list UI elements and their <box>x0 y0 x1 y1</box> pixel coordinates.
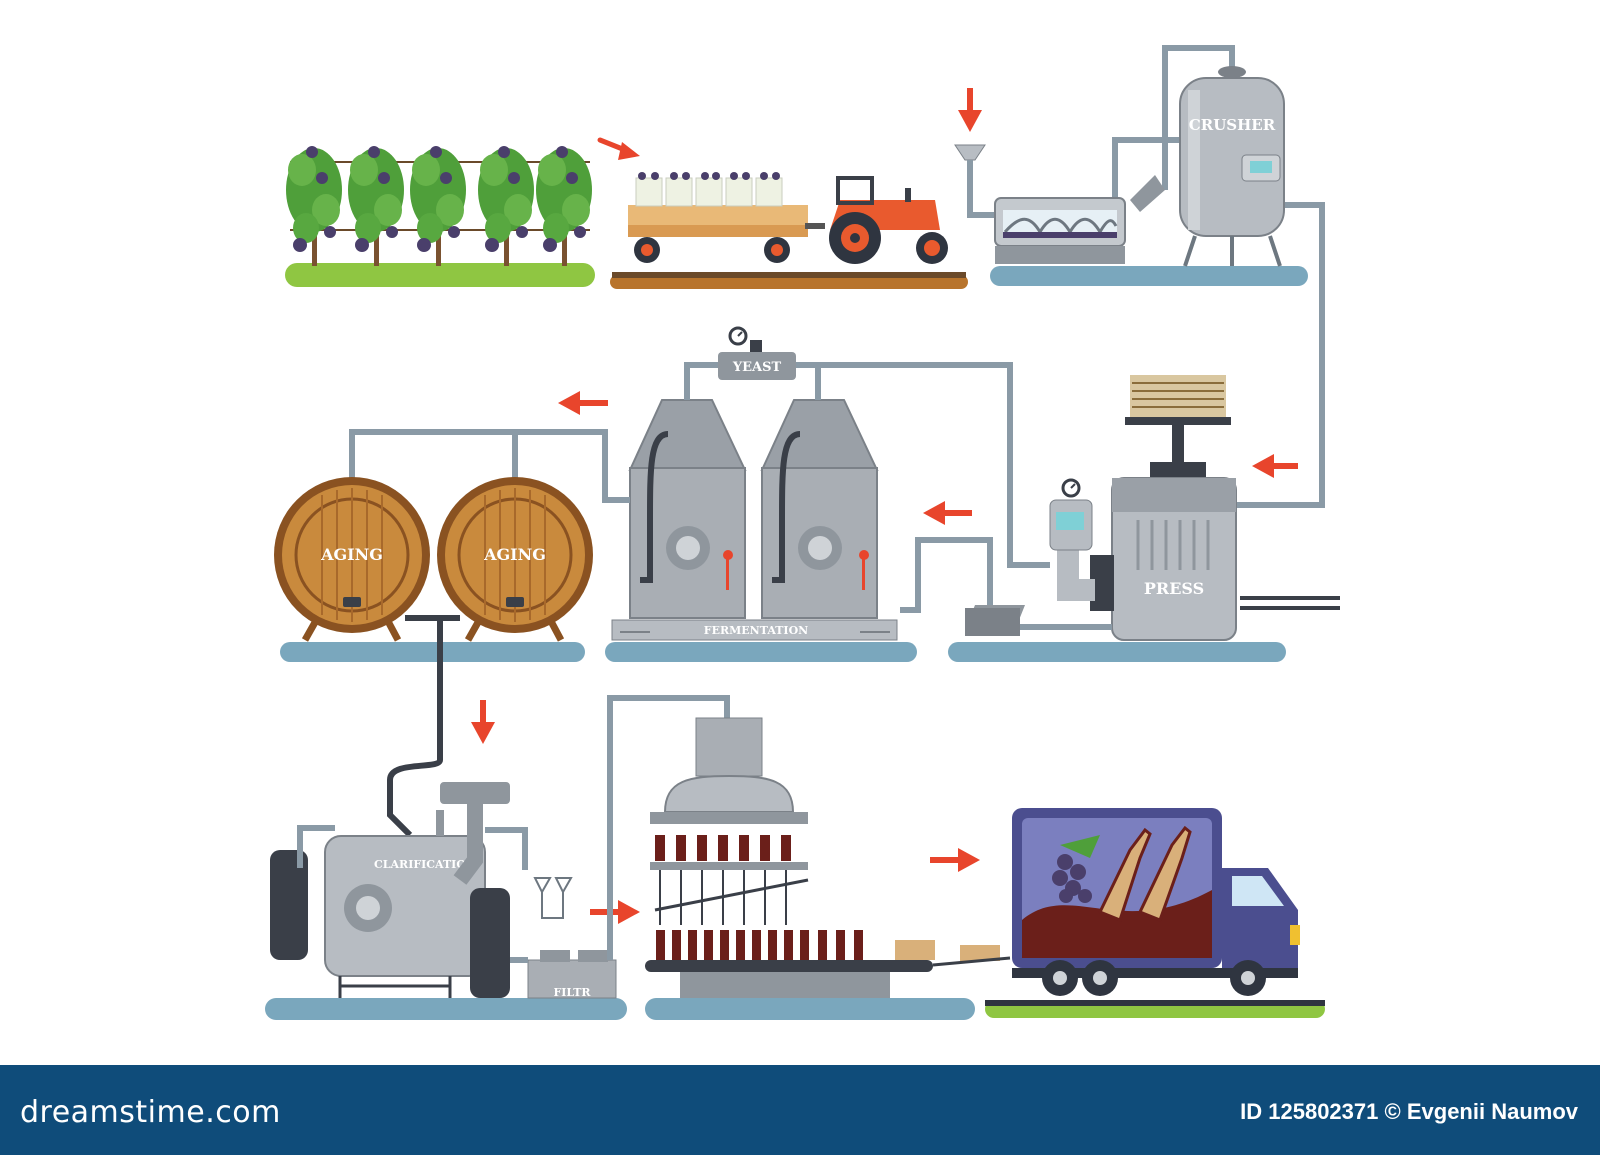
arrow-left-icon <box>923 501 972 525</box>
pressure-gauge-icon <box>728 326 748 346</box>
yeast-label: YEAST <box>732 360 782 375</box>
crusher-label: CRUSHER <box>1189 116 1276 134</box>
tractor <box>610 172 968 289</box>
bottle-icon <box>655 835 791 861</box>
filter-label: FILTR <box>553 986 591 999</box>
brand-logo[interactable]: dreamstime.com <box>20 1095 281 1130</box>
aging-barrels: AGING AGING <box>274 477 593 838</box>
crusher: CRUSHER <box>954 45 1325 508</box>
arrow-left-icon <box>558 391 608 415</box>
copyright-symbol: © <box>1384 1099 1401 1124</box>
press: PRESS <box>800 362 1340 662</box>
pressure-gauge-icon <box>1061 478 1081 498</box>
delivery-truck <box>985 808 1325 1018</box>
press-label: PRESS <box>1144 579 1204 598</box>
arrow-right-icon <box>590 900 640 924</box>
stock-footer: dreamstime.com ID 125802371 © Evgenii Na… <box>0 1065 1600 1155</box>
fermentation-label: FERMENTATION <box>704 624 808 637</box>
clarification: CLARIFICATION FILTR <box>265 782 627 1020</box>
aging-label: AGING <box>320 545 383 564</box>
bottle-icon <box>1097 825 1192 922</box>
id-label: ID <box>1240 1099 1263 1124</box>
process-illustration: CRUSHER PRESS <box>265 45 1340 1020</box>
aging-label: AGING <box>483 545 546 564</box>
arrow-right-icon <box>930 848 980 872</box>
wine-glass-icon <box>554 877 573 905</box>
wine-glass-icon <box>533 877 552 905</box>
arrow-right-icon <box>597 137 640 160</box>
fermentation: FERMENTATION YEAST <box>349 326 917 662</box>
id-value: 125802371 <box>1268 1099 1379 1124</box>
arrow-down-icon <box>471 700 495 744</box>
clarification-label: CLARIFICATION <box>374 858 476 871</box>
vineyard <box>285 146 595 287</box>
bottling-line <box>607 695 1011 1020</box>
arrow-down-icon <box>958 88 982 132</box>
image-credit: ID 125802371 © Evgenii Naumov <box>1240 1099 1578 1125</box>
author-name: Evgenii Naumov <box>1406 1099 1578 1124</box>
arrow-left-icon <box>1252 454 1298 478</box>
